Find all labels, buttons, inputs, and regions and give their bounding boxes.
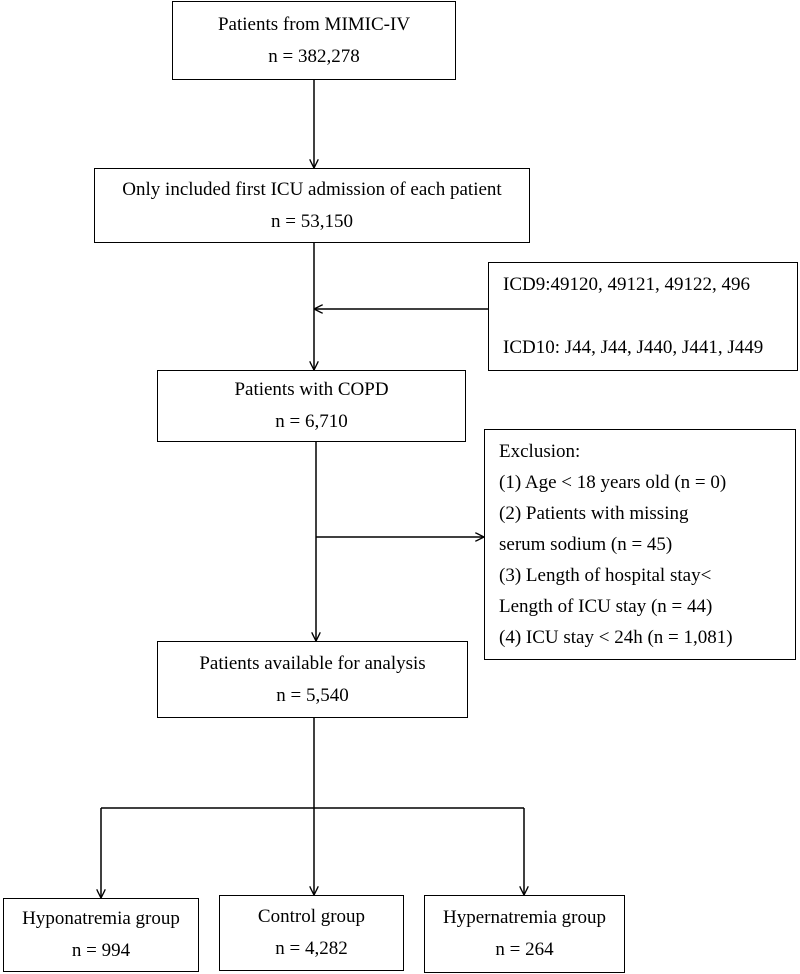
exclusion-line: (4) ICU stay < 24h (n = 1,081) bbox=[499, 627, 733, 648]
box-patients-available: Patients available for analysis n = 5,54… bbox=[157, 641, 468, 718]
box-title: Patients with COPD bbox=[234, 379, 389, 400]
box-count: n = 4,282 bbox=[275, 938, 348, 959]
box-control-group: Control group n = 4,282 bbox=[219, 895, 404, 971]
icd9-codes: ICD9:49120, 49121, 49122, 496 bbox=[503, 274, 750, 295]
box-count: n = 5,540 bbox=[276, 684, 349, 706]
exclusion-heading: Exclusion: bbox=[499, 441, 581, 462]
exclusion-line: serum sodium (n = 45) bbox=[499, 534, 673, 555]
exclusion-line: (3) Length of hospital stay< bbox=[499, 565, 712, 586]
box-exclusion-criteria: Exclusion: (1) Age < 18 years old (n = 0… bbox=[484, 429, 796, 660]
box-count: n = 53,150 bbox=[271, 210, 353, 232]
icd10-codes: ICD10: J44, J44, J440, J441, J449 bbox=[503, 337, 764, 358]
box-title: Hypernatremia group bbox=[442, 907, 607, 928]
box-count: n = 382,278 bbox=[268, 45, 360, 67]
box-title: Only included first ICU admission of eac… bbox=[122, 178, 502, 200]
exclusion-line: (1) Age < 18 years old (n = 0) bbox=[499, 472, 727, 493]
box-hypernatremia-group: Hypernatremia group n = 264 bbox=[424, 895, 625, 973]
box-patients-copd: Patients with COPD n = 6,710 bbox=[157, 370, 466, 442]
exclusion-line: Length of ICU stay (n = 44) bbox=[499, 596, 713, 617]
box-title: Hyponatremia group bbox=[22, 908, 180, 929]
box-hyponatremia-group: Hyponatremia group n = 994 bbox=[3, 898, 199, 972]
exclusion-line: (2) Patients with missing bbox=[499, 503, 689, 524]
box-count: n = 994 bbox=[71, 940, 131, 961]
box-count: n = 6,710 bbox=[275, 411, 348, 432]
box-title: Control group bbox=[257, 906, 366, 927]
box-count: n = 264 bbox=[495, 939, 554, 960]
box-title: Patients available for analysis bbox=[199, 652, 426, 674]
box-title: Patients from MIMIC-IV bbox=[217, 13, 411, 35]
box-icd-codes: ICD9:49120, 49121, 49122, 496 ICD10: J44… bbox=[488, 262, 798, 371]
box-patients-mimic: Patients from MIMIC-IV n = 382,278 bbox=[172, 1, 456, 80]
box-first-icu-admission: Only included first ICU admission of eac… bbox=[94, 168, 530, 243]
